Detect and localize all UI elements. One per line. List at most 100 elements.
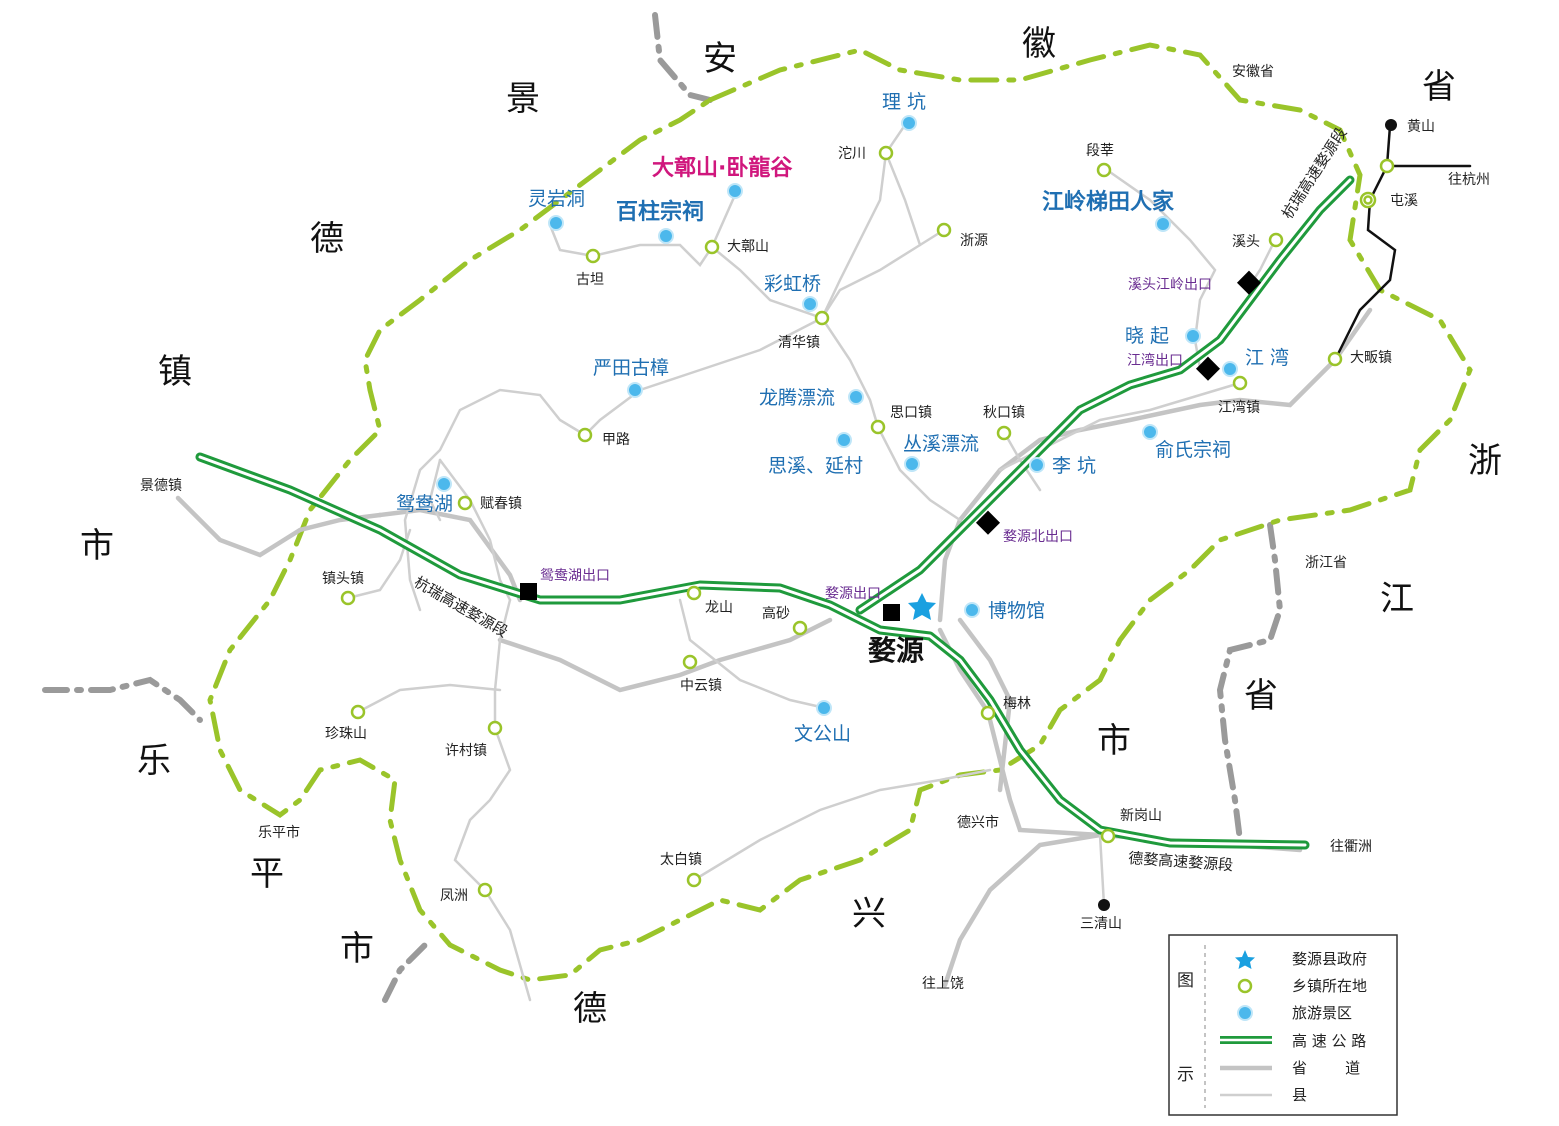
svg-text:太白镇: 太白镇 xyxy=(660,852,702,868)
svg-text:江湾镇: 江湾镇 xyxy=(1218,399,1260,416)
svg-text:新岗山: 新岗山 xyxy=(1120,808,1162,824)
svg-text:古坦: 古坦 xyxy=(576,272,604,288)
scenic-markers xyxy=(436,115,1238,716)
museum-label: 博物馆 xyxy=(988,600,1045,622)
svg-text:凤洲: 凤洲 xyxy=(440,888,468,904)
svg-text:龙山: 龙山 xyxy=(705,600,733,616)
exit-marker-jiangwan xyxy=(1195,356,1221,381)
exit-labels: 溪头江岭出口 江湾出口 婺源北出口 婺源出口 鸳鸯湖出口 xyxy=(540,277,1212,602)
svg-text:镇: 镇 xyxy=(158,352,192,392)
svg-text:鸳鸯湖出口: 鸳鸯湖出口 xyxy=(540,568,610,584)
svg-text:往上饶: 往上饶 xyxy=(922,976,964,992)
svg-text:江 湾: 江 湾 xyxy=(1245,347,1289,369)
exit-marker-wuyuan xyxy=(883,604,900,621)
svg-text:镇头镇: 镇头镇 xyxy=(322,571,364,587)
svg-text:大鄣山: 大鄣山 xyxy=(727,238,769,255)
legend-star-icon xyxy=(1235,950,1255,969)
svg-text:鸳鸯湖: 鸳鸯湖 xyxy=(396,493,453,515)
legend-town-icon xyxy=(1237,978,1253,994)
svg-text:甲路: 甲路 xyxy=(602,432,630,448)
svg-text:文公山: 文公山 xyxy=(794,723,851,745)
direction-labels: 往杭州 往衢洲 往上饶 xyxy=(922,172,1490,992)
svg-text:许村镇: 许村镇 xyxy=(445,743,487,759)
highway-labels: 杭瑞高速婺源段 杭瑞高速婺源段 德婺高速婺源段 xyxy=(411,124,1351,874)
scenic-labels: 理 坑 大鄣山·卧龍谷 灵岩洞 百柱宗祠 江岭梯田人家 彩虹桥 严田古樟 龙腾漂… xyxy=(396,91,1289,745)
svg-text:江: 江 xyxy=(1380,579,1414,619)
svg-text:清华镇: 清华镇 xyxy=(778,335,820,351)
svg-text:市: 市 xyxy=(80,526,114,566)
svg-text:赋春镇: 赋春镇 xyxy=(480,496,522,512)
svg-text:婺源县政府: 婺源县政府 xyxy=(1292,950,1367,968)
external-roads xyxy=(1333,124,1472,362)
svg-text:安徽省: 安徽省 xyxy=(1232,64,1274,80)
svg-text:乐: 乐 xyxy=(137,741,171,781)
svg-text:大鄣山·卧龍谷: 大鄣山·卧龍谷 xyxy=(652,155,793,181)
svg-text:高砂: 高砂 xyxy=(762,605,790,622)
svg-text:理 坑: 理 坑 xyxy=(882,91,926,113)
legend: 图 示 婺源县政府 乡镇所在地 旅游景区 高 速 公 路 省 道 县 xyxy=(1168,934,1398,1116)
legend-title-top: 图 xyxy=(1177,971,1194,991)
svg-text:彩虹桥: 彩虹桥 xyxy=(764,273,821,295)
exit-marker-xitou-jiangling xyxy=(1236,270,1262,295)
svg-text:黄山: 黄山 xyxy=(1407,118,1435,135)
svg-text:江湾出口: 江湾出口 xyxy=(1127,352,1183,369)
svg-text:大畈镇: 大畈镇 xyxy=(1350,350,1392,366)
svg-text:县: 县 xyxy=(1292,1086,1307,1104)
county-seat-label: 婺源 xyxy=(868,634,924,667)
svg-text:溪头: 溪头 xyxy=(1232,234,1260,250)
svg-text:百柱宗祠: 百柱宗祠 xyxy=(616,199,704,225)
county-boundary xyxy=(207,42,1473,983)
highways xyxy=(195,175,1355,850)
svg-text:中云镇: 中云镇 xyxy=(680,678,722,694)
svg-text:平: 平 xyxy=(250,854,284,894)
svg-text:景德镇: 景德镇 xyxy=(140,478,182,494)
exit-markers xyxy=(520,270,1262,621)
svg-text:秋口镇: 秋口镇 xyxy=(983,405,1025,421)
svg-text:婺源出口: 婺源出口 xyxy=(825,586,881,602)
svg-text:省: 省 xyxy=(1422,67,1456,107)
svg-text:江岭梯田人家: 江岭梯田人家 xyxy=(1042,189,1175,215)
svg-text:往杭州: 往杭州 xyxy=(1448,172,1490,188)
svg-text:兴: 兴 xyxy=(852,894,886,934)
svg-text:乡镇所在地: 乡镇所在地 xyxy=(1292,977,1367,995)
svg-text:屯溪: 屯溪 xyxy=(1390,193,1418,209)
svg-text:杭瑞高速婺源段: 杭瑞高速婺源段 xyxy=(1278,124,1350,222)
svg-text:思溪、延村: 思溪、延村 xyxy=(768,455,863,477)
county-government-star xyxy=(908,593,936,620)
legend-scenic-icon xyxy=(1237,1005,1253,1021)
svg-text:省 道: 省 道 xyxy=(1292,1059,1360,1077)
svg-text:旅游景区: 旅游景区 xyxy=(1292,1004,1352,1022)
region-labels: 景 德 镇 市 安 徽 省 浙 江 省 市 兴 德 乐 平 市 xyxy=(80,24,1502,1029)
svg-text:灵岩洞: 灵岩洞 xyxy=(528,188,585,210)
svg-text:晓 起: 晓 起 xyxy=(1125,325,1169,347)
town-markers xyxy=(340,145,1395,898)
svg-text:安: 安 xyxy=(703,39,737,79)
svg-text:景: 景 xyxy=(506,79,540,119)
svg-text:德: 德 xyxy=(573,989,607,1029)
svg-text:高 速 公 路: 高 速 公 路 xyxy=(1292,1032,1366,1050)
svg-text:溪头江岭出口: 溪头江岭出口 xyxy=(1128,277,1212,293)
boundary-labels: 安徽省 浙江省 景德镇 乐平市 德兴市 xyxy=(140,64,1347,841)
svg-text:段莘: 段莘 xyxy=(1086,142,1114,159)
svg-text:丛溪漂流: 丛溪漂流 xyxy=(903,433,979,455)
town-labels: 沱川 浙源 大鄣山 古坦 清华镇 甲路 赋春镇 镇头镇 龙山 高砂 中云镇 珍珠… xyxy=(322,118,1435,932)
svg-text:浙江省: 浙江省 xyxy=(1305,555,1347,571)
svg-text:浙源: 浙源 xyxy=(960,233,988,249)
svg-text:徽: 徽 xyxy=(1022,24,1056,64)
county-roads xyxy=(346,123,1277,1002)
provincial-roads xyxy=(175,307,1373,988)
svg-text:珍珠山: 珍珠山 xyxy=(325,726,367,742)
svg-text:省: 省 xyxy=(1244,676,1278,716)
svg-text:沱川: 沱川 xyxy=(838,145,866,162)
exit-marker-yuanyanghu xyxy=(520,583,537,600)
city-dots xyxy=(1098,119,1397,911)
svg-text:乐平市: 乐平市 xyxy=(258,824,300,841)
svg-text:婺源北出口: 婺源北出口 xyxy=(1003,529,1073,545)
svg-text:市: 市 xyxy=(340,929,374,969)
legend-title-bottom: 示 xyxy=(1177,1065,1194,1085)
svg-text:德兴市: 德兴市 xyxy=(957,814,999,831)
svg-text:三清山: 三清山 xyxy=(1080,916,1122,932)
svg-text:往衢洲: 往衢洲 xyxy=(1330,838,1372,855)
svg-text:俞氏宗祠: 俞氏宗祠 xyxy=(1155,439,1231,461)
